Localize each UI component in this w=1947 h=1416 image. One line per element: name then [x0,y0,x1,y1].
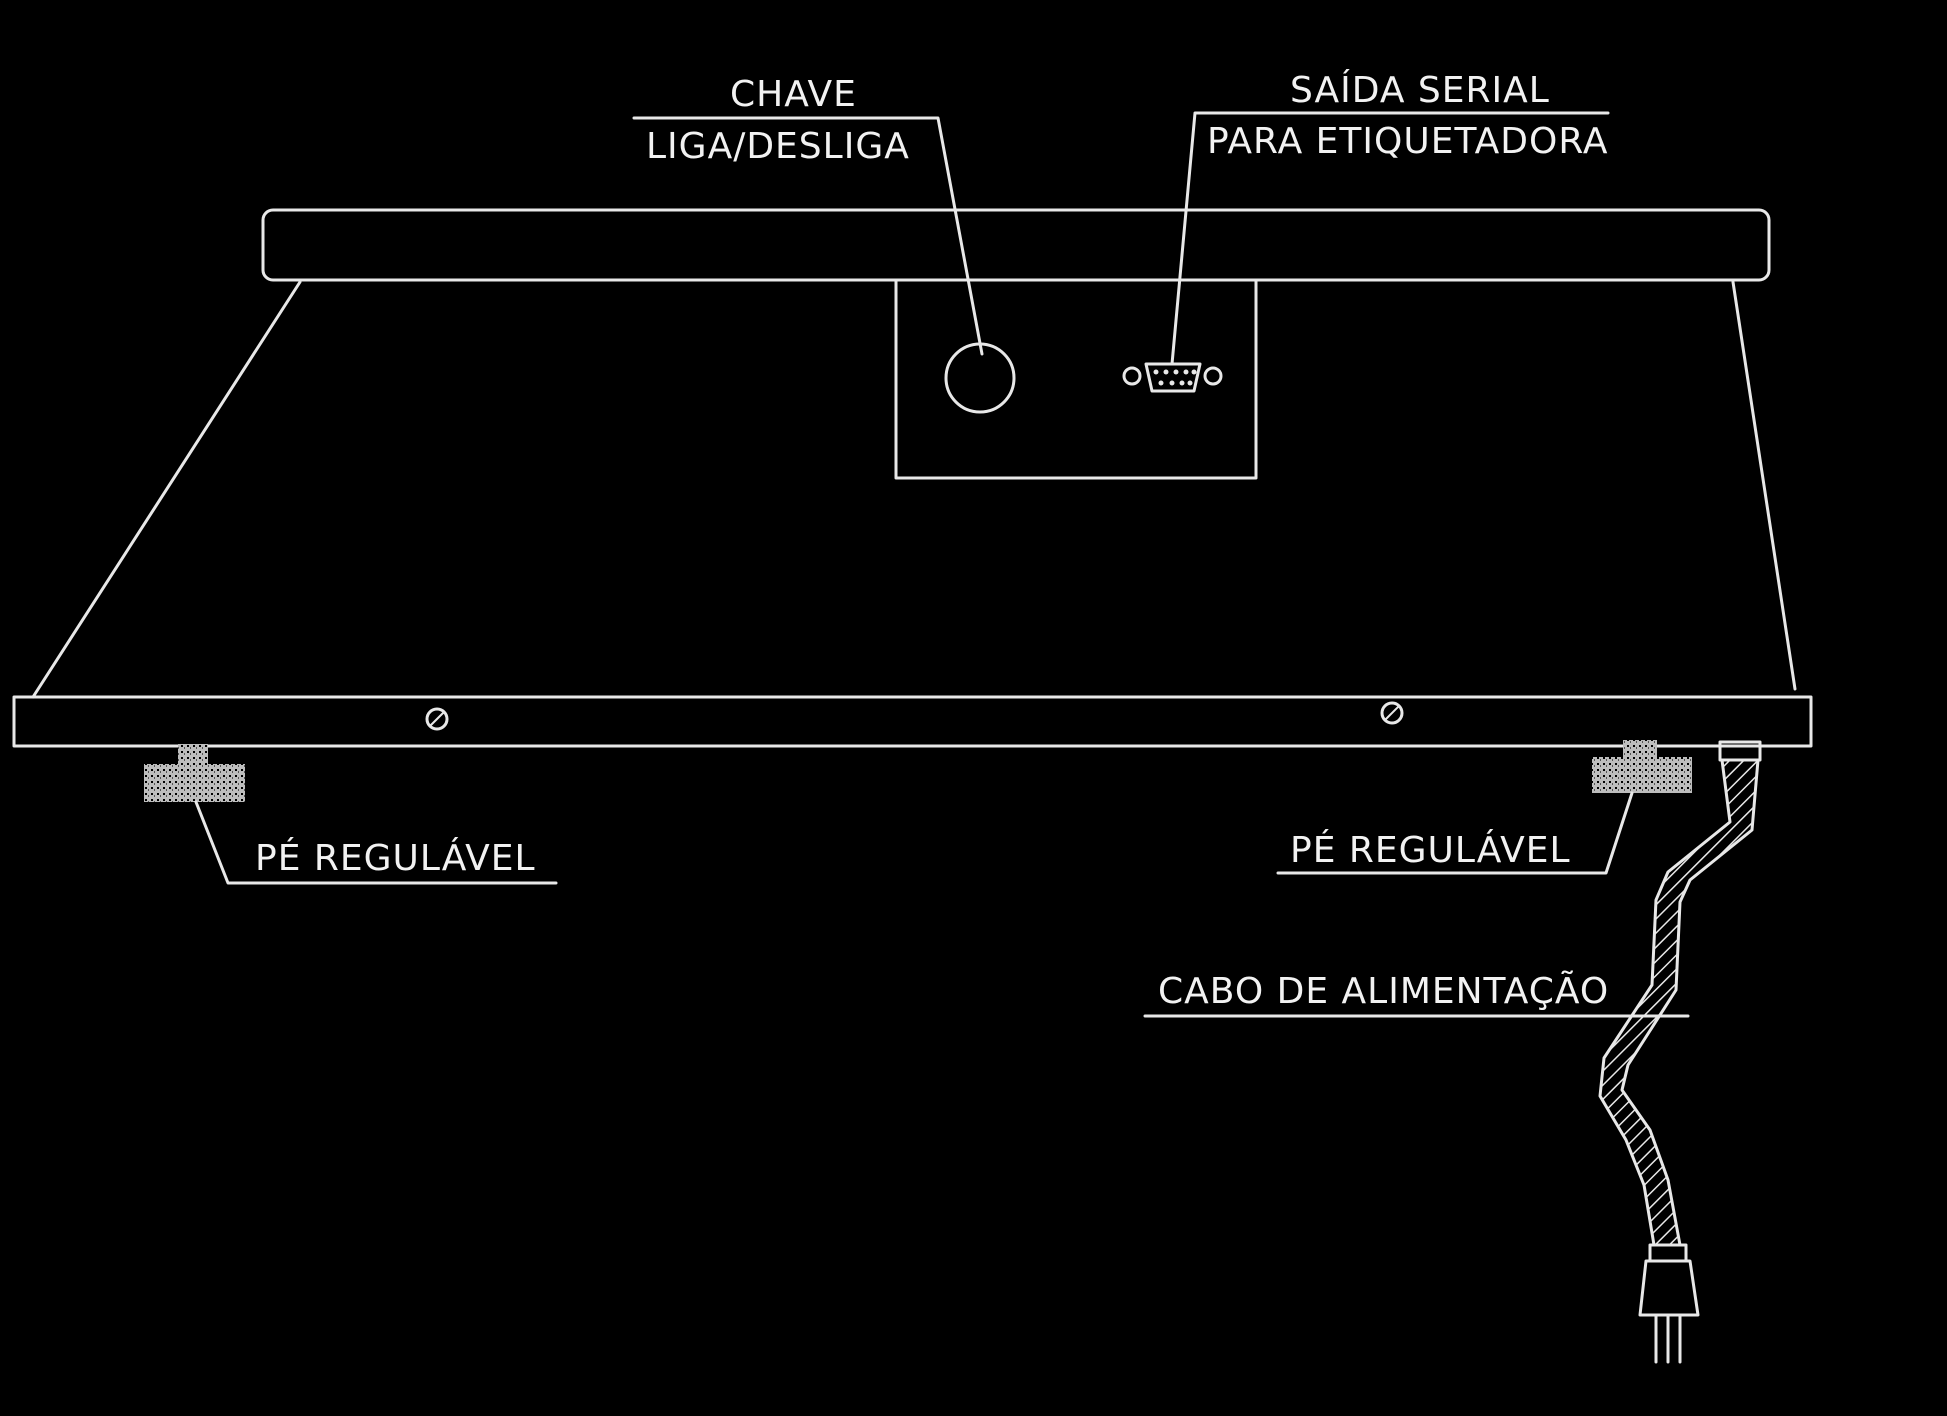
foot-label-left: PÉ REGULÁVEL [255,837,536,879]
serial-label-line1: SAÍDA SERIAL [1290,69,1550,111]
screw-icon-right [1380,701,1404,725]
foot-label-right: PÉ REGULÁVEL [1290,829,1571,871]
serial-label-line2: PARA ETIQUETADORA [1207,121,1609,162]
switch-label-line2: LIGA/DESLIGA [646,126,910,167]
leader-serial [1170,111,1610,366]
adjustable-foot-left [144,744,245,802]
power-cable [1598,740,1762,1364]
body-right-edge [1731,280,1797,691]
screw-icon-left [425,707,449,731]
power-cable-label: CABO DE ALIMENTAÇÃO [1158,970,1609,1012]
base-plate [12,695,1813,748]
leader-foot-right [1276,791,1634,875]
power-switch-icon [944,342,1016,414]
leader-switch [632,116,984,356]
switch-label-line1: CHAVE [730,74,857,115]
adjustable-foot-right [1592,740,1692,793]
leader-foot-left [194,800,558,885]
connector-panel [894,278,1258,480]
serial-port-icon [1122,362,1223,393]
body-left-edge [31,280,302,699]
top-platter [261,208,1771,282]
